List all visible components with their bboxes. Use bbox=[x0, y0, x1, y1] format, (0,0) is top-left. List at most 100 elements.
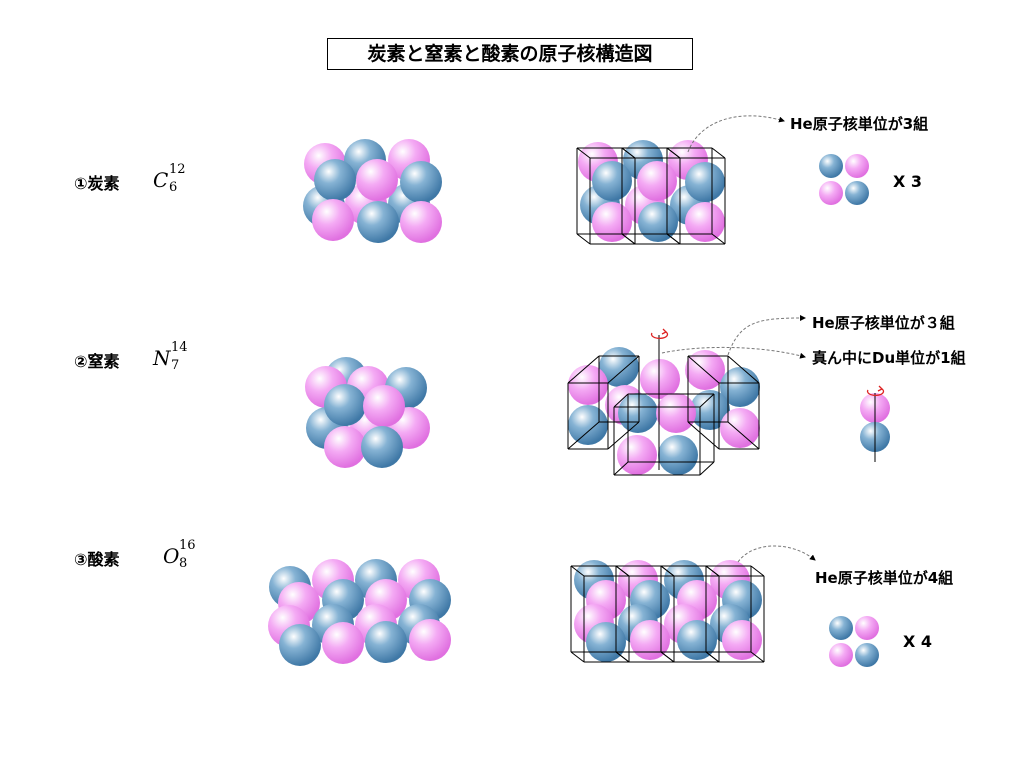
nitrogen-note-du-unit: 真ん中にDu単位が1組 bbox=[812, 349, 966, 367]
carbon-symbol: C bbox=[153, 168, 169, 192]
oxygen-chain-neutron bbox=[586, 622, 626, 662]
carbon-unit-frame-1-depth-edge bbox=[576, 233, 591, 245]
nitrogen-unit-frame-center-depth-edge bbox=[613, 393, 629, 408]
nitrogen-cluster-neutron bbox=[361, 426, 403, 468]
carbon-chain-proton bbox=[637, 161, 677, 201]
oxygen-unit-frame-4-depth-edge bbox=[750, 651, 765, 663]
nitrogen-unit-frame-right-depth-edge bbox=[687, 355, 720, 384]
page-title: 炭素と窒素と酸素の原子核構造図 bbox=[327, 38, 693, 70]
nitrogen-chain-proton bbox=[720, 408, 760, 448]
nitrogen-chain-neutron bbox=[599, 347, 639, 387]
nitrogen-cluster-proton bbox=[324, 426, 366, 468]
nitrogen-mass-number: 14 bbox=[171, 340, 188, 355]
carbon-he-unit-proton bbox=[845, 154, 869, 178]
carbon-unit-frame-2-depth-edge bbox=[621, 233, 636, 245]
nitrogen-cluster-neutron bbox=[324, 384, 366, 426]
nitrogen-note-he-units: He原子核単位が３組 bbox=[812, 314, 955, 332]
carbon-unit-frame-2-depth-edge bbox=[621, 147, 636, 159]
nitrogen-unit-frame-left-depth-edge bbox=[567, 421, 600, 450]
nitrogen-unit-frame-left-depth-edge bbox=[607, 421, 640, 450]
frame-layer bbox=[567, 115, 885, 663]
nitrogen-chain-proton bbox=[617, 435, 657, 475]
nitrogen-atomic-number: 7 bbox=[171, 358, 180, 373]
carbon-unit-frame-3-depth-edge bbox=[666, 147, 681, 159]
nitrogen-unit-frame-right-depth-edge bbox=[727, 421, 760, 450]
nitrogen-unit-frame-center-depth-edge bbox=[699, 461, 715, 476]
carbon-he-unit-proton bbox=[819, 181, 843, 205]
nucleon-layer bbox=[268, 139, 890, 667]
carbon-chain-neutron bbox=[638, 202, 678, 242]
carbon-multiplier: X 3 bbox=[893, 172, 923, 191]
oxygen-he-unit-proton bbox=[855, 616, 879, 640]
nitrogen-chain-neutron bbox=[568, 405, 608, 445]
oxygen-symbol: O bbox=[163, 544, 180, 568]
oxygen-chain-proton bbox=[630, 620, 670, 660]
carbon-chain-neutron bbox=[685, 162, 725, 202]
nitrogen-spin-arrow bbox=[650, 331, 669, 339]
oxygen-unit-frame-3-depth-edge bbox=[660, 651, 675, 663]
nitrogen-chain-neutron bbox=[658, 435, 698, 475]
carbon-chain-proton bbox=[592, 202, 632, 242]
carbon-unit-frame-1-depth-edge bbox=[576, 147, 591, 159]
nitrogen-chain-proton bbox=[656, 393, 696, 433]
carbon-cluster-neutron bbox=[400, 161, 442, 203]
oxygen-unit-frame-4-depth-edge bbox=[705, 651, 720, 663]
carbon-unit-frame-3-depth-edge bbox=[711, 233, 726, 245]
carbon-note-he-units: He原子核単位が3組 bbox=[790, 115, 929, 133]
nitrogen-chain-neutron bbox=[618, 393, 658, 433]
nitrogen-unit-frame-right-depth-edge bbox=[727, 355, 760, 384]
oxygen-chain-neutron bbox=[677, 620, 717, 660]
carbon-chain-neutron bbox=[592, 161, 632, 201]
carbon-unit-frame-3-depth-edge bbox=[666, 233, 681, 245]
oxygen-cluster-neutron bbox=[279, 624, 321, 666]
oxygen-note-he-units: He原子核単位が4組 bbox=[815, 569, 954, 587]
carbon-note-arrow bbox=[687, 115, 785, 153]
oxygen-unit-frame-4-depth-edge bbox=[705, 565, 720, 577]
carbon-cluster-proton bbox=[312, 199, 354, 241]
nitrogen-note-arrow-he bbox=[727, 315, 806, 356]
carbon-unit-frame-3-depth-edge bbox=[711, 147, 726, 159]
oxygen-label: ③酸素 bbox=[74, 550, 120, 569]
nitrogen-du-spin-arrow-head bbox=[877, 385, 884, 392]
nitrogen-unit-frame-left-depth-edge bbox=[567, 355, 600, 384]
oxygen-unit-frame-4-depth-edge bbox=[750, 565, 765, 577]
carbon-chain-proton bbox=[685, 202, 725, 242]
nitrogen-label: ②窒素 bbox=[74, 352, 120, 371]
nitrogen-unit-frame-left-depth-edge bbox=[607, 355, 640, 384]
carbon-mass-number: 12 bbox=[169, 162, 186, 177]
carbon-label: ①炭素 bbox=[74, 174, 120, 193]
oxygen-cluster-proton bbox=[409, 619, 451, 661]
oxygen-atomic-number: 8 bbox=[179, 556, 188, 571]
oxygen-unit-frame-1-depth-edge bbox=[570, 565, 585, 577]
nitrogen-du-spin-arrow bbox=[866, 388, 885, 396]
carbon-atomic-number: 6 bbox=[169, 180, 178, 195]
oxygen-he-unit-neutron bbox=[829, 616, 853, 640]
oxygen-cluster-neutron bbox=[365, 621, 407, 663]
nitrogen-chain-neutron bbox=[720, 367, 760, 407]
nitrogen-unit-frame-center-depth-edge bbox=[613, 461, 629, 476]
nitrogen-chain-proton bbox=[640, 359, 680, 399]
oxygen-unit-frame-3-depth-edge bbox=[660, 565, 675, 577]
oxygen-multiplier: X 4 bbox=[903, 632, 933, 651]
oxygen-chain-proton bbox=[722, 620, 762, 660]
oxygen-he-unit-proton bbox=[829, 643, 853, 667]
nitrogen-cluster-proton bbox=[363, 385, 405, 427]
oxygen-mass-number: 16 bbox=[179, 538, 196, 553]
carbon-he-unit-neutron bbox=[845, 181, 869, 205]
oxygen-unit-frame-2-depth-edge bbox=[615, 651, 630, 663]
oxygen-cluster-proton bbox=[322, 622, 364, 664]
carbon-cluster-proton bbox=[400, 201, 442, 243]
nitrogen-chain-proton bbox=[568, 365, 608, 405]
nitrogen-note-arrow-du bbox=[661, 346, 806, 359]
oxygen-he-unit-neutron bbox=[855, 643, 879, 667]
oxygen-note-arrow bbox=[737, 545, 816, 563]
nitrogen-unit-frame-center-depth-edge bbox=[699, 393, 715, 408]
nitrogen-symbol: N bbox=[153, 346, 171, 370]
carbon-cluster-neutron bbox=[314, 159, 356, 201]
carbon-cluster-neutron bbox=[357, 201, 399, 243]
oxygen-unit-frame-2-depth-edge bbox=[615, 565, 630, 577]
nitrogen-spin-arrow-head bbox=[661, 328, 668, 335]
carbon-he-unit-neutron bbox=[819, 154, 843, 178]
carbon-cluster-proton bbox=[356, 159, 398, 201]
